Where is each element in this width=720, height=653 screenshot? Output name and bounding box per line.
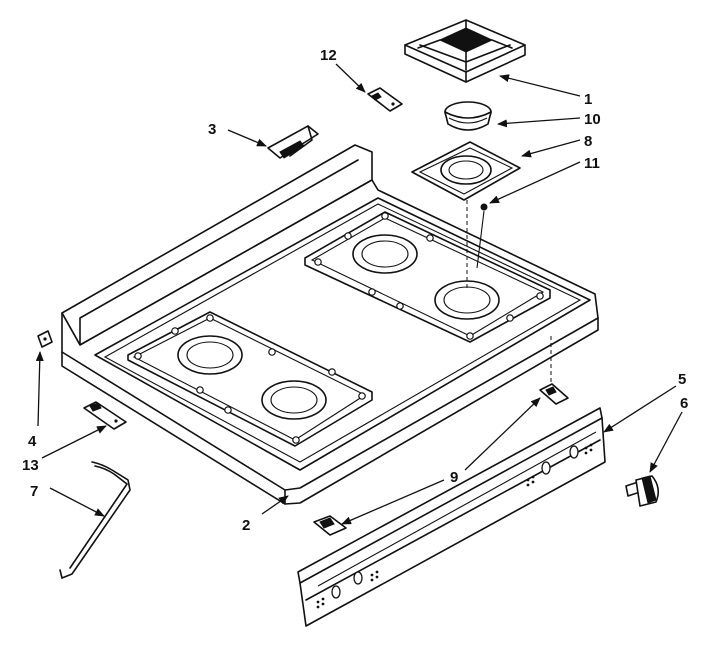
callout-4: 4	[28, 433, 37, 450]
callout-2: 2	[242, 517, 250, 534]
burner-cap	[444, 101, 492, 131]
control-knob	[625, 475, 660, 507]
screw-part-11	[466, 200, 552, 390]
callout-9: 9	[450, 469, 458, 486]
callout-5: 5	[678, 371, 686, 388]
callout-labels: 1 2 3 4 5 6 7 8 9 10 11 12 13	[22, 47, 688, 534]
cooktop-main-top	[61, 144, 599, 505]
callout-13: 13	[22, 457, 39, 474]
callout-7: 7	[30, 483, 38, 500]
callout-12: 12	[320, 47, 337, 64]
bracket-part-4	[37, 330, 53, 348]
callout-8: 8	[584, 133, 592, 150]
callout-11: 11	[584, 155, 600, 172]
callout-leaders	[35, 63, 683, 525]
clip-part-13	[83, 401, 127, 430]
clip-part-12	[367, 87, 403, 112]
clip-part-9-lower	[313, 515, 347, 536]
control-panel	[297, 407, 606, 627]
callout-6: 6	[680, 395, 688, 412]
clip-part-9-upper	[539, 383, 569, 405]
callout-3: 3	[208, 121, 216, 138]
support-rod	[59, 461, 131, 579]
callout-10: 10	[584, 111, 601, 128]
drip-bowl-plate	[411, 141, 521, 201]
callout-1: 1	[584, 91, 592, 108]
burner-grate	[404, 19, 526, 83]
bracket-part-3	[267, 125, 319, 159]
